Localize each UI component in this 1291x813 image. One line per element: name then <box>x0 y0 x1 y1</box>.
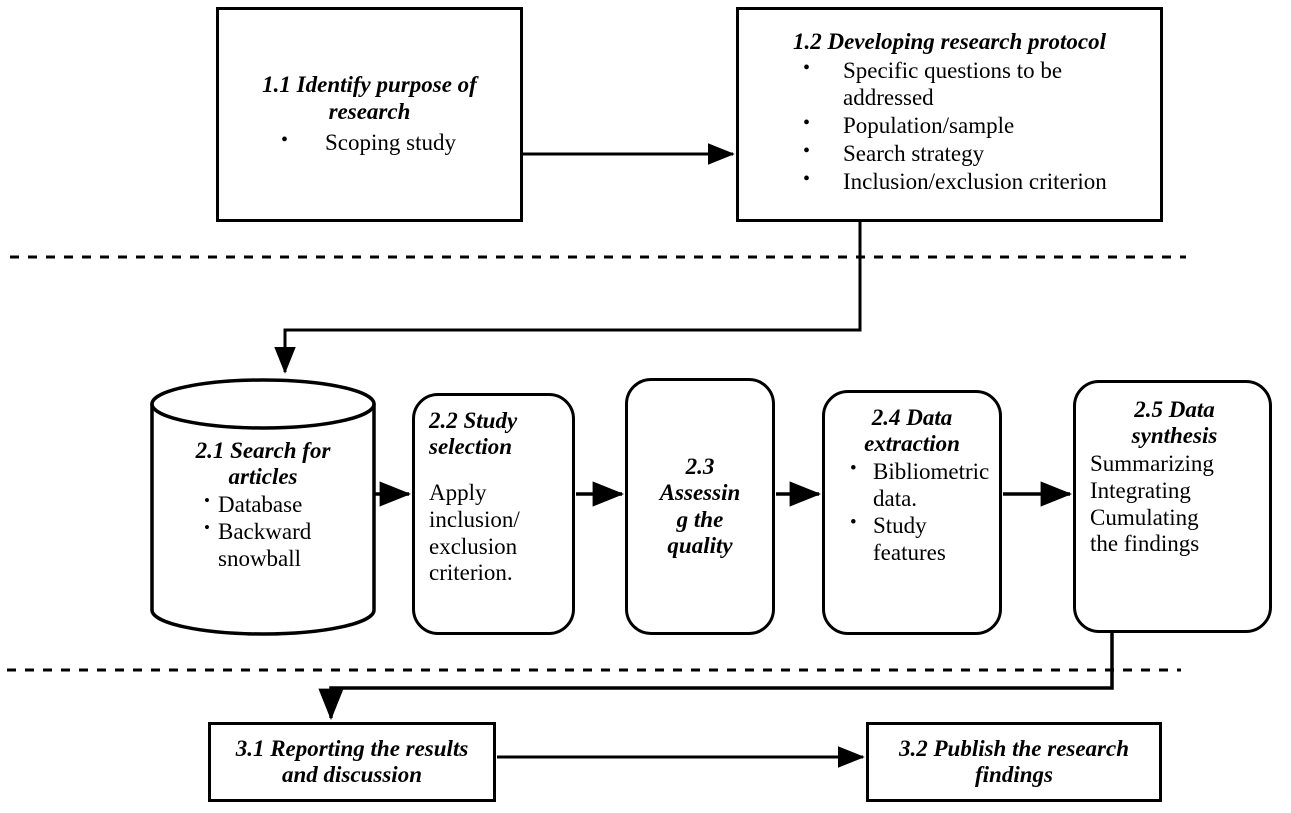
node-2-4-bullet-item: Bibliometric data. <box>847 458 991 513</box>
node-2-2-study-selection[interactable]: 2.2 Study selection Apply inclusion/ exc… <box>412 393 575 635</box>
node-2-1-bullet-item: Backward snowball <box>204 518 374 573</box>
node-2-4-data-extraction[interactable]: 2.4 Data extraction Bibliometric data. S… <box>822 390 1002 635</box>
node-2-1-title: 2.1 Search for articles <box>152 438 374 490</box>
node-2-1-bullet-list: Database Backward snowball <box>152 491 374 573</box>
node-3-2-title-line-1: 3.2 Publish the research <box>898 735 1130 761</box>
node-2-3-title-line-1: 2.3 <box>685 454 715 480</box>
node-1-1-identify-purpose[interactable]: 1.1 Identify purpose of research Scoping… <box>216 7 523 222</box>
node-1-2-developing-protocol[interactable]: 1.2 Developing research protocol Specifi… <box>736 7 1163 222</box>
node-1-2-bullet-list: Specific questions to be addressed Popul… <box>747 57 1152 197</box>
node-2-4-title: 2.4 Data extraction <box>833 405 991 457</box>
edge-1-2-to-2-1 <box>274 222 862 374</box>
node-1-2-title: 1.2 Developing research protocol <box>792 29 1106 54</box>
node-1-2-bullet-item: Population/sample <box>803 112 1152 140</box>
node-2-5-body-line-2: Integrating <box>1090 478 1191 504</box>
node-2-1-bullet-item: Database <box>204 491 374 519</box>
node-2-4-title-line-2: extraction <box>864 431 960 457</box>
node-2-3-title: 2.3 Assessin g the quality <box>634 454 766 559</box>
node-1-2-bullet-item: Search strategy <box>803 140 1152 168</box>
node-2-4-bullet-list: Bibliometric data. Study features <box>833 458 991 567</box>
node-2-2-body-line-1: Apply <box>429 480 487 506</box>
node-3-1-reporting-results[interactable]: 3.1 Reporting the results and discussion <box>208 722 496 802</box>
node-3-1-title-line-1: 3.1 Reporting the results <box>235 735 469 761</box>
node-2-4-title-line-1: 2.4 Data <box>871 405 953 430</box>
node-2-3-assessing-the-quality[interactable]: 2.3 Assessin g the quality <box>625 378 775 635</box>
node-2-5-title-line-2: synthesis <box>1131 423 1218 449</box>
node-2-1-search-for-articles[interactable]: 2.1 Search for articles Database Backwar… <box>152 380 374 634</box>
node-1-2-bullet-item: Inclusion/exclusion criterion <box>803 168 1152 196</box>
node-2-5-body-line-3: Cumulating <box>1090 504 1199 530</box>
node-2-2-body-line-2: inclusion/ <box>429 507 520 533</box>
node-2-5-body-line-1: Summarizing <box>1090 451 1214 477</box>
node-2-3-title-line-2: Assessin <box>659 480 741 506</box>
edge-2-5-to-3-1 <box>318 633 1114 721</box>
node-2-2-title-line-1: 2.2 Study <box>429 408 518 433</box>
node-3-2-title-line-2: findings <box>975 762 1053 787</box>
node-2-3-title-line-4: quality <box>667 532 733 558</box>
node-2-1-title-line-2: articles <box>228 464 298 490</box>
node-2-5-title-line-1: 2.5 Data <box>1134 397 1215 422</box>
node-1-2-bullet-item: Specific questions to be addressed <box>803 57 1152 112</box>
node-2-1-title-line-1: 2.1 Search for <box>195 438 331 463</box>
node-2-3-title-line-3: g the <box>676 506 724 532</box>
node-2-2-title: 2.2 Study selection <box>429 408 562 460</box>
node-3-1-title: 3.1 Reporting the results and discussion <box>217 736 487 788</box>
node-3-2-publish-findings[interactable]: 3.2 Publish the research findings <box>866 722 1162 802</box>
node-3-1-title-line-2: and discussion <box>282 762 422 787</box>
node-2-2-title-line-2: selection <box>429 434 513 460</box>
node-1-1-title: 1.1 Identify purpose of research <box>262 72 477 124</box>
node-2-5-data-synthesis[interactable]: 2.5 Data synthesis Summarizing Integrati… <box>1073 380 1272 633</box>
node-2-4-bullet-item: Study features <box>847 512 991 567</box>
node-2-2-body-line-3: exclusion <box>429 533 518 559</box>
node-2-2-body: Apply inclusion/ exclusion criterion. <box>429 480 562 587</box>
node-2-5-title: 2.5 Data synthesis <box>1090 397 1259 449</box>
node-2-5-body-line-4: the findings <box>1090 531 1200 557</box>
node-2-2-body-line-4: criterion. <box>429 560 513 586</box>
node-2-5-body: Summarizing Integrating Cumulating the f… <box>1090 451 1259 558</box>
node-1-1-bullet-item: Scoping study <box>281 129 510 157</box>
node-1-1-bullet-list: Scoping study <box>229 129 510 157</box>
node-3-2-title: 3.2 Publish the research findings <box>875 736 1153 788</box>
